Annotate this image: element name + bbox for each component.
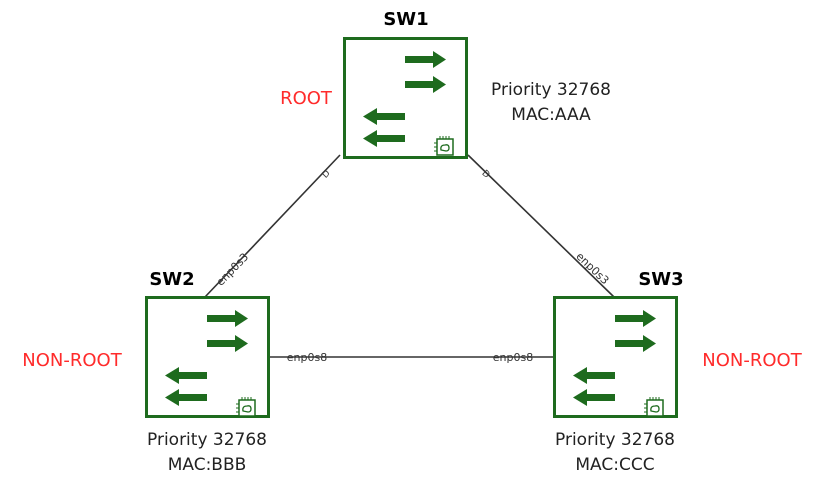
switch-sw3-role: NON-ROOT [702, 350, 802, 371]
switch-sw1-mac: MAC:AAA [511, 105, 591, 125]
switch-sw3-priority: Priority 32768 [555, 430, 675, 450]
switch-sw3-mac: MAC:CCC [575, 455, 654, 475]
switch-sw2-name: SW2 [149, 269, 194, 290]
switch-sw1-role: ROOT [280, 88, 333, 109]
chip-icon [643, 396, 664, 417]
switch-sw1-name: SW1 [383, 9, 428, 30]
sw3-interface-to-sw2: enp0s8 [493, 351, 533, 364]
switch-sw3-name: SW3 [638, 269, 683, 290]
chip-icon [235, 396, 256, 417]
chip-icon [433, 135, 454, 156]
switch-sw1-priority: Priority 32768 [491, 80, 611, 100]
link-sw1-sw2 [204, 154, 341, 298]
switch-sw3[interactable]: SW3 NON-ROOT Priority 32768 MAC:CCC [553, 269, 803, 475]
port-label-sw1-sw3: D [479, 169, 491, 181]
switch-sw2-priority: Priority 32768 [147, 430, 267, 450]
sw3-interface-to-sw1: enp0s3 [573, 250, 611, 287]
port-label-sw1-sw2: D [321, 169, 333, 181]
switch-sw2[interactable]: SW2 NON-ROOT Priority 32768 MAC:BBB [22, 269, 270, 475]
switch-sw2-role: NON-ROOT [22, 350, 122, 371]
sw2-interface-to-sw3: enp0s8 [287, 351, 327, 364]
switch-sw1[interactable]: SW1 ROOT Priority 32768 MAC:AAA [280, 9, 611, 159]
switch-arrows-icon [145, 296, 270, 418]
link-sw1-sw3 [467, 154, 615, 298]
sw2-interface-to-sw1: enp0s3 [214, 251, 251, 289]
switch-arrows-icon [553, 296, 678, 418]
switch-sw2-mac: MAC:BBB [168, 455, 247, 475]
